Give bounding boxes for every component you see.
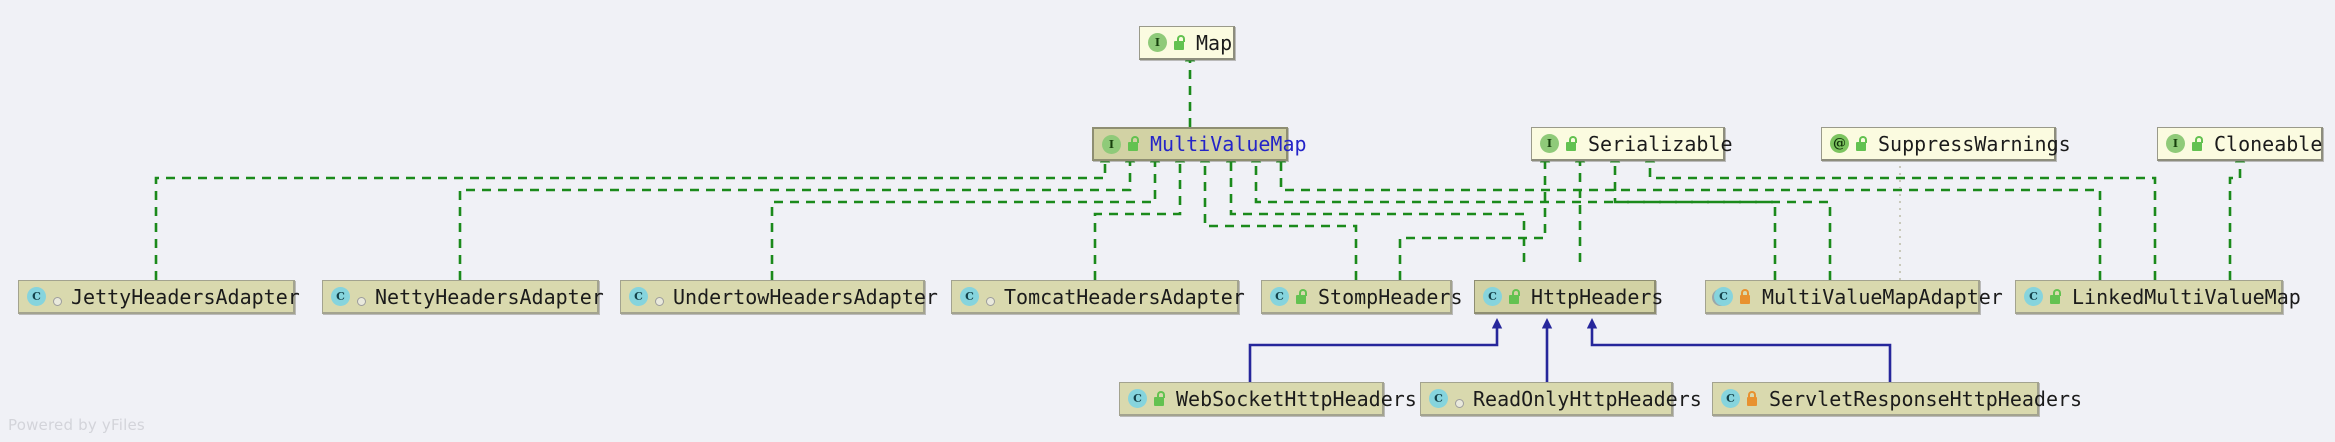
realization-edges [154,51,2246,280]
node-jettyheadersadapter[interactable]: C JettyHeadersAdapter [18,280,300,314]
protected-lock-icon [1745,390,1759,407]
node-label: MultiValueMapAdapter [1762,284,2003,309]
edge-stomp-multivaluemap [1199,152,1358,280]
edge-servletresponse-httpheaders [1586,318,1892,382]
class-icon: C [27,287,46,306]
edge-jetty-multivaluemap [154,152,1111,280]
class-icon: C [1128,389,1147,408]
edge-mvmadapter-serializable [1609,152,1832,280]
node-multivaluemapadapter[interactable]: C MultiValueMapAdapter [1705,280,2003,314]
node-map[interactable]: I Map [1139,26,1235,60]
package-private-icon [986,293,995,306]
class-icon: C [2024,287,2043,306]
edge-linkedmvm-cloneable [2228,152,2246,280]
node-label: SuppressWarnings [1878,131,2071,156]
public-unlock-icon [1294,288,1308,305]
generalization-edges [1248,318,1892,382]
node-tomcatheadersadapter[interactable]: C TomcatHeadersAdapter [951,280,1245,314]
node-label: MultiValueMap [1150,132,1307,156]
node-stompheaders[interactable]: C StompHeaders [1261,280,1463,314]
public-unlock-icon [1854,135,1868,152]
package-private-icon [357,293,366,306]
class-icon: C [960,287,979,306]
edge-netty-multivaluemap [458,152,1136,280]
node-label: LinkedMultiValueMap [2072,284,2301,309]
node-cloneable[interactable]: I Cloneable [2157,127,2323,161]
node-suppresswarnings[interactable]: @ SuppressWarnings [1821,127,2071,161]
node-label: Cloneable [2214,131,2323,156]
node-label: JettyHeadersAdapter [71,284,300,309]
node-servletresponsehttpheaders[interactable]: C ServletResponseHttpHeaders [1712,382,2082,416]
node-linkedmultivaluemap[interactable]: C LinkedMultiValueMap [2015,280,2301,314]
node-label: TomcatHeadersAdapter [1004,284,1245,309]
interface-icon: I [2166,134,2185,153]
class-icon: C [1483,287,1502,306]
edge-linkedmvm-multivaluemap [1275,152,2102,280]
interface-icon: I [1148,33,1167,52]
public-unlock-icon [2048,288,2062,305]
node-serializable[interactable]: I Serializable [1531,127,1733,161]
package-private-icon [1455,395,1464,408]
node-label: Map [1196,30,1233,55]
protected-lock-icon [1738,288,1752,305]
edge-tomcat-multivaluemap [1093,152,1186,280]
edge-httpheaders-multivaluemap [1225,152,1526,262]
class-icon: C [331,287,350,306]
node-httpheaders[interactable]: C HttpHeaders [1474,280,1663,314]
node-label: ServletResponseHttpHeaders [1769,386,2083,411]
class-icon: C [629,287,648,306]
edge-undertow-multivaluemap [770,152,1161,280]
edge-stomp-serializable [1398,152,1551,280]
edge-websocket-httpheaders [1248,318,1503,382]
class-icon: C [1429,389,1448,408]
node-label: Serializable [1588,131,1733,156]
package-private-icon [655,293,664,306]
node-label: UndertowHeadersAdapter [673,284,938,309]
public-unlock-icon [1564,135,1578,152]
node-multivaluemap[interactable]: I MultiValueMap [1092,127,1307,161]
public-unlock-icon [1152,390,1166,407]
public-unlock-icon [2190,135,2204,152]
node-undertowheadersadapter[interactable]: C UndertowHeadersAdapter [620,280,938,314]
public-unlock-icon [1126,136,1140,152]
node-websockethttpheaders[interactable]: C WebSocketHttpHeaders [1119,382,1417,416]
edge-linkedmvm-serializable [1644,152,2157,280]
public-unlock-icon [1172,34,1186,51]
node-label: WebSocketHttpHeaders [1176,386,1417,411]
package-private-icon [53,293,62,306]
yfiles-watermark: Powered by yFiles [8,416,145,434]
class-final-icon: C [1714,287,1733,306]
class-icon: C [1721,389,1740,408]
interface-icon: I [1540,134,1559,153]
edge-mvmadapter-multivaluemap [1250,152,1777,280]
node-readonlyhttpheaders[interactable]: C ReadOnlyHttpHeaders [1420,382,1702,416]
node-label: ReadOnlyHttpHeaders [1473,386,1702,411]
node-nettyheadersadapter[interactable]: C NettyHeadersAdapter [322,280,604,314]
node-label: StompHeaders [1318,284,1463,309]
annotation-icon: @ [1830,134,1849,153]
node-label: HttpHeaders [1531,284,1664,309]
node-label: NettyHeadersAdapter [375,284,604,309]
interface-icon: I [1102,134,1121,154]
class-icon: C [1270,287,1289,306]
public-unlock-icon [1507,288,1521,305]
